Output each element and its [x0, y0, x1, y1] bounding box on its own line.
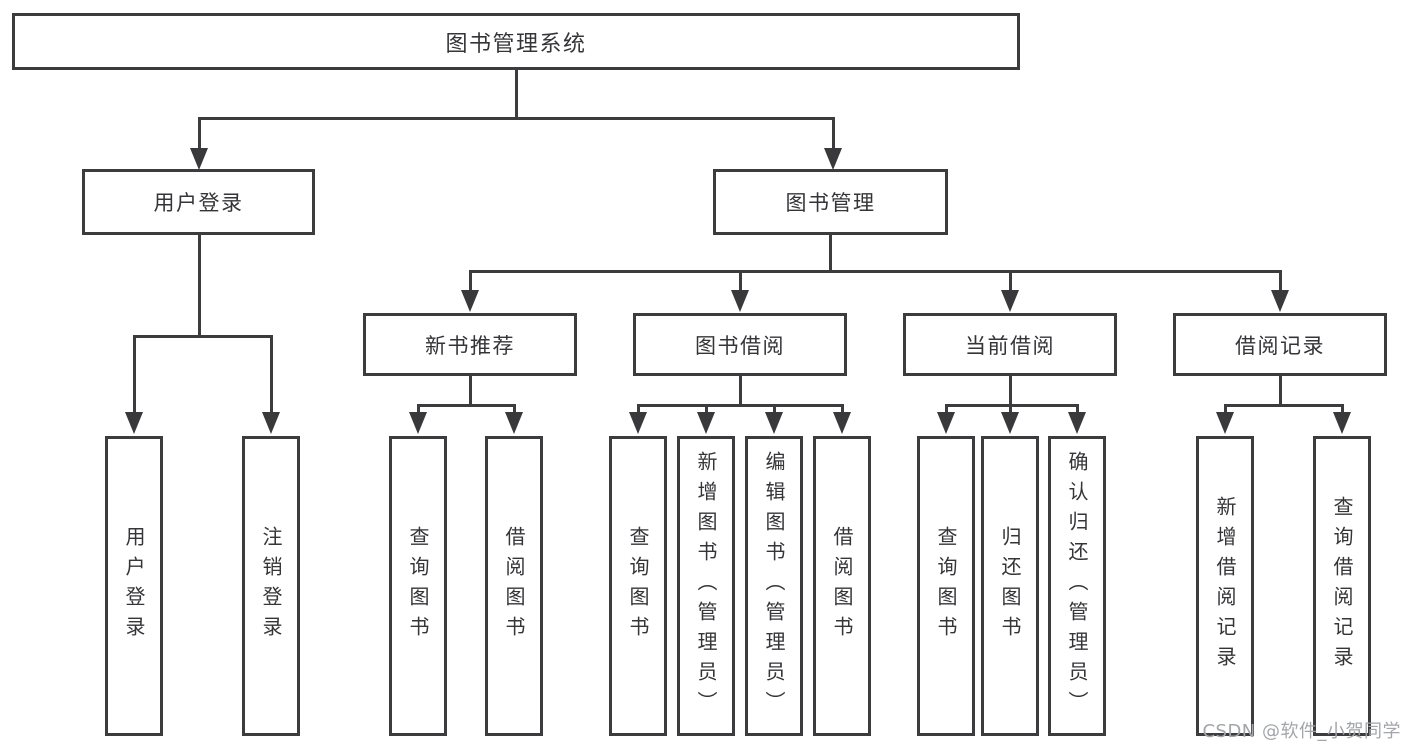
connector-hline — [469, 270, 1282, 273]
leaf-label: 确认归还（管理员） — [1065, 451, 1089, 721]
connector-hline — [133, 335, 273, 338]
node-book-borrow-label: 图书借阅 — [695, 333, 785, 358]
leaf-query-books-current: 查询图书 — [917, 436, 975, 736]
leaf-borrow-books: 借阅图书 — [813, 436, 871, 736]
connector-hline — [945, 404, 1079, 407]
node-user-login-label: 用户登录 — [153, 191, 244, 215]
leaf-label: 注销登录 — [259, 526, 283, 646]
leaf-label: 查询借阅记录 — [1330, 496, 1354, 676]
connector-vline — [832, 117, 835, 150]
node-root-label: 图书管理系统 — [445, 31, 587, 57]
connector-vline — [945, 404, 948, 414]
connector-vline — [1224, 404, 1227, 414]
arrow-down-icon — [629, 412, 647, 434]
leaf-user-login: 用户登录 — [105, 436, 163, 736]
connector-vline — [705, 404, 708, 414]
node-root: 图书管理系统 — [12, 13, 1020, 70]
node-current-borrow-label: 当前借阅 — [965, 333, 1055, 358]
connector-vline — [417, 404, 420, 414]
arrow-down-icon — [1001, 290, 1019, 312]
connector-vline — [469, 376, 472, 407]
node-book-management-label: 图书管理 — [785, 191, 876, 215]
node-user-login: 用户登录 — [82, 169, 315, 235]
leaf-label: 借阅图书 — [502, 526, 526, 646]
arrow-down-icon — [1001, 412, 1019, 434]
node-current-borrow: 当前借阅 — [903, 313, 1117, 376]
arrow-down-icon — [190, 148, 208, 170]
arrow-down-icon — [697, 412, 715, 434]
leaf-add-borrow-record: 新增借阅记录 — [1196, 436, 1254, 736]
leaf-label: 查询图书 — [934, 526, 958, 646]
connector-vline — [198, 117, 201, 150]
leaf-logout: 注销登录 — [242, 436, 300, 736]
connector-vline — [198, 235, 201, 338]
leaf-return-books: 归还图书 — [981, 436, 1039, 736]
arrow-down-icon — [937, 412, 955, 434]
leaf-label: 新增图书（管理员） — [694, 451, 718, 721]
connector-vline — [773, 404, 776, 414]
leaf-borrow-books-newbooks: 借阅图书 — [485, 436, 543, 736]
arrow-down-icon — [765, 412, 783, 434]
leaf-label: 归还图书 — [998, 526, 1022, 646]
arrow-down-icon — [125, 412, 143, 434]
connector-vline — [270, 335, 273, 416]
leaf-edit-books-admin: 编辑图书（管理员） — [745, 436, 803, 736]
watermark: CSDN @软件_小贺同学 — [1202, 721, 1401, 742]
leaf-label: 新增借阅记录 — [1213, 496, 1237, 676]
arrow-down-icon — [1216, 412, 1234, 434]
connector-vline — [515, 70, 518, 119]
arrow-down-icon — [262, 412, 280, 434]
connector-vline — [513, 404, 516, 414]
arrow-down-icon — [731, 290, 749, 312]
connector-vline — [1009, 270, 1012, 292]
node-book-borrow: 图书借阅 — [633, 313, 847, 376]
connector-vline — [841, 404, 844, 414]
leaf-label: 用户登录 — [122, 526, 146, 646]
node-book-management: 图书管理 — [713, 169, 948, 235]
connector-hline — [1224, 404, 1344, 407]
leaf-query-books-newbooks: 查询图书 — [389, 436, 447, 736]
connector-vline — [1076, 404, 1079, 414]
connector-hline — [637, 404, 844, 407]
leaf-query-books-borrow: 查询图书 — [609, 436, 667, 736]
leaf-label: 查询图书 — [626, 526, 650, 646]
arrow-down-icon — [1271, 290, 1289, 312]
connector-hline — [198, 117, 835, 120]
arrow-down-icon — [833, 412, 851, 434]
leaf-confirm-return-admin: 确认归还（管理员） — [1048, 436, 1106, 736]
connector-vline — [1009, 376, 1012, 407]
arrow-down-icon — [409, 412, 427, 434]
connector-vline — [637, 404, 640, 414]
leaf-add-books-admin: 新增图书（管理员） — [677, 436, 735, 736]
connector-vline — [1279, 270, 1282, 292]
node-new-books: 新书推荐 — [363, 313, 577, 376]
connector-vline — [1341, 404, 1344, 414]
connector-vline — [1279, 376, 1282, 407]
connector-vline — [469, 270, 472, 292]
connector-vline — [829, 235, 832, 273]
arrow-down-icon — [1068, 412, 1086, 434]
node-borrow-records-label: 借阅记录 — [1235, 333, 1325, 358]
connector-hline — [417, 404, 516, 407]
arrow-down-icon — [1333, 412, 1351, 434]
connector-vline — [739, 376, 742, 407]
arrow-down-icon — [505, 412, 523, 434]
arrow-down-icon — [824, 148, 842, 170]
leaf-query-borrow-record: 查询借阅记录 — [1313, 436, 1371, 736]
leaf-label: 查询图书 — [406, 526, 430, 646]
connector-vline — [739, 270, 742, 292]
node-new-books-label: 新书推荐 — [425, 333, 515, 358]
node-borrow-records: 借阅记录 — [1173, 313, 1387, 376]
connector-vline — [133, 335, 136, 416]
leaf-label: 借阅图书 — [830, 526, 854, 646]
arrow-down-icon — [461, 290, 479, 312]
connector-vline — [1009, 404, 1012, 414]
leaf-label: 编辑图书（管理员） — [762, 451, 786, 721]
